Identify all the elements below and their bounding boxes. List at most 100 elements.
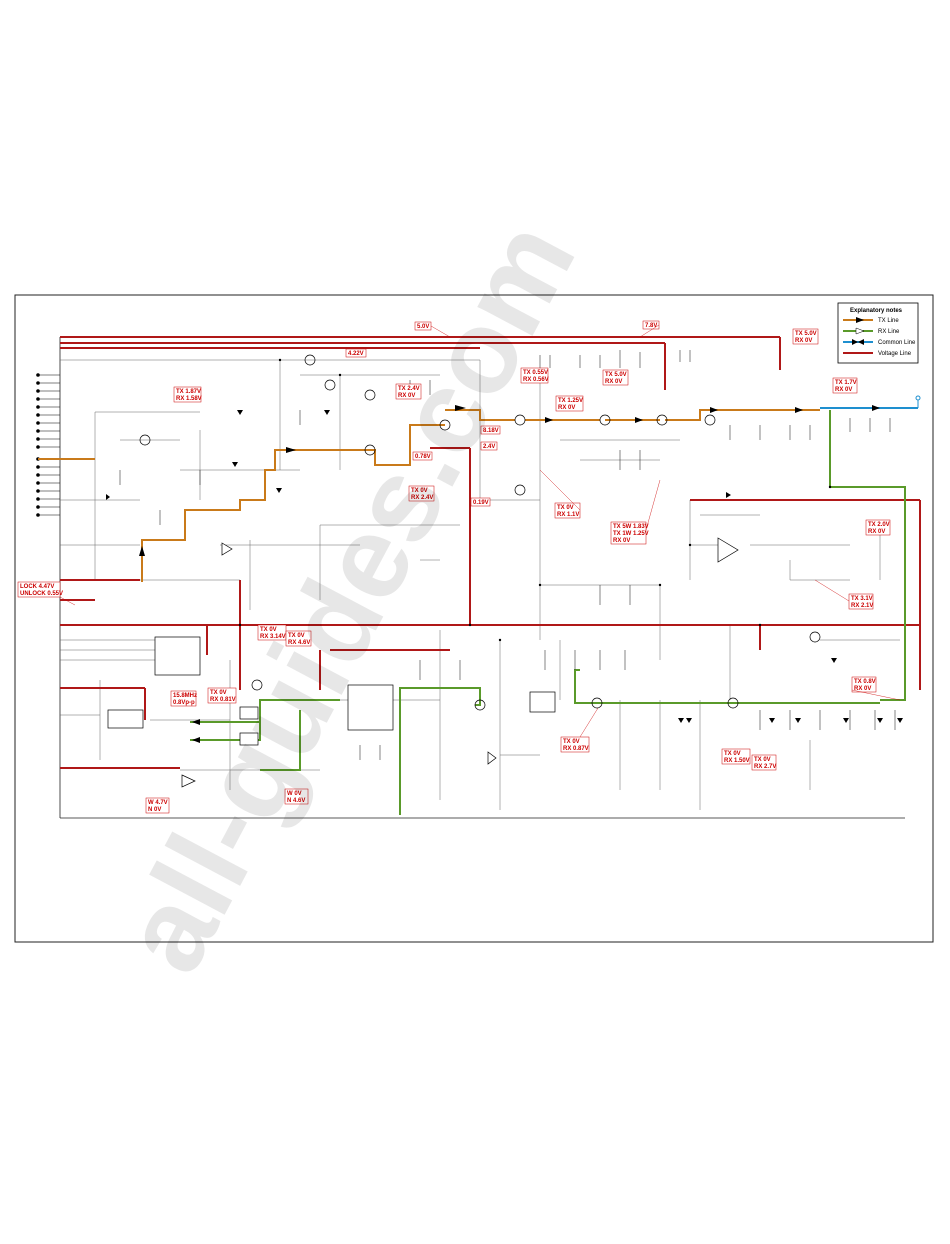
svg-text:TX 0V: TX 0V <box>411 488 428 494</box>
svg-text:0.19V: 0.19V <box>473 500 489 506</box>
label-0-78v: 0.78V <box>412 451 433 461</box>
svg-text:RX 0V: RX 0V <box>835 387 852 393</box>
diagram-border <box>14 294 934 943</box>
svg-text:TX 5.0V: TX 5.0V <box>795 331 817 337</box>
svg-text:7.8V: 7.8V <box>645 323 657 329</box>
svg-text:RX 0V: RX 0V <box>558 405 575 411</box>
svg-text:5.0V: 5.0V <box>417 324 429 330</box>
label-tx0-rx0-81: TX 0V RX 0.81V <box>207 687 237 704</box>
svg-text:RX 0.87V: RX 0.87V <box>563 746 589 752</box>
svg-text:RX 0V: RX 0V <box>398 393 415 399</box>
label-tx3-1: TX 3.1V RX 2.1V <box>848 593 873 610</box>
svg-text:TX 0.55V: TX 0.55V <box>523 370 548 376</box>
svg-text:0.78V: 0.78V <box>415 454 431 460</box>
label-0-19v: 0.19V <box>470 497 491 507</box>
label-tx1-87: TX 1.87V RX 1.58V <box>173 386 202 403</box>
legend-title: Explanatory notes <box>850 308 903 314</box>
label-tx0-rx1-50: TX 0V RX 1.50V <box>721 748 751 765</box>
svg-text:W 4.7V: W 4.7V <box>148 800 168 806</box>
svg-text:4.22V: 4.22V <box>348 351 364 357</box>
svg-text:TX 0V: TX 0V <box>563 739 580 745</box>
rx-lines <box>190 410 906 815</box>
circuit-frame <box>59 337 905 819</box>
svg-text:TX 5W 1.83V: TX 5W 1.83V <box>613 524 649 530</box>
label-tx0-rx2-4: TX 0V RX 2.4V <box>408 485 435 502</box>
component-wiring <box>60 359 900 810</box>
label-tx2-0: TX 2.0V RX 0V <box>865 519 891 536</box>
rx-arrows <box>192 719 200 743</box>
svg-text:RX 0V: RX 0V <box>868 529 885 535</box>
svg-text:8.18V: 8.18V <box>483 428 499 434</box>
label-8-18v: 8.18V <box>480 425 501 435</box>
svg-text:W 0V: W 0V <box>287 791 302 797</box>
svg-text:RX 0V: RX 0V <box>854 686 871 692</box>
svg-text:2.4V: 2.4V <box>483 444 495 450</box>
svg-text:RX 0.81V: RX 0.81V <box>210 697 236 703</box>
legend-item-common: Common Line <box>878 340 916 346</box>
svg-text:TX 0V: TX 0V <box>754 757 771 763</box>
legend: Explanatory notes TX Line RX Line Common… <box>837 302 919 364</box>
svg-text:RX 2.7V: RX 2.7V <box>754 764 776 770</box>
diodes <box>106 410 903 723</box>
svg-text:RX 2.4V: RX 2.4V <box>411 495 433 501</box>
label-w4-7: W 4.7V N 0V <box>145 797 170 814</box>
voltage-annotations: 5.0V 7.8V 4.22V TX 5.0V RX 0V TX 1.87V R… <box>17 320 891 814</box>
junctions <box>238 358 832 642</box>
label-7-8v: 7.8V <box>642 320 660 330</box>
svg-text:RX 3.14V: RX 3.14V <box>260 634 286 640</box>
voltage-lines <box>60 336 921 769</box>
label-tx0-8: TX 0.8V RX 0V <box>851 676 877 693</box>
label-tx2-4: TX 2.4V RX 0V <box>395 383 422 400</box>
svg-text:TX 0.8V: TX 0.8V <box>854 679 876 685</box>
svg-text:RX 0V: RX 0V <box>613 538 630 544</box>
label-4-22v: 4.22V <box>345 348 367 358</box>
label-tx5-rx0-top: TX 5.0V RX 0V <box>792 328 819 345</box>
svg-text:RX 4.6V: RX 4.6V <box>288 640 310 646</box>
svg-text:RX 1.1V: RX 1.1V <box>557 512 579 518</box>
svg-text:15.8MHz: 15.8MHz <box>173 693 197 699</box>
svg-text:0.8Vp-p: 0.8Vp-p <box>173 700 195 706</box>
passive-components <box>119 350 896 760</box>
svg-text:TX 1.7V: TX 1.7V <box>835 380 857 386</box>
left-connector-pins <box>36 373 40 517</box>
svg-text:TX 1.25V: TX 1.25V <box>558 398 583 404</box>
svg-text:TX 0V: TX 0V <box>288 633 305 639</box>
antenna-terminal <box>915 395 921 401</box>
legend-item-rx: RX Line <box>878 329 900 335</box>
label-tx0-rx0-87: TX 0V RX 0.87V <box>560 736 590 753</box>
svg-text:TX 5.0V: TX 5.0V <box>605 372 627 378</box>
label-tx5-rx0-mid: TX 5.0V RX 0V <box>602 369 629 386</box>
label-w0: W 0V N 4.6V <box>284 788 309 805</box>
label-tx0-rx1-1: TX 0V RX 1.1V <box>554 502 581 519</box>
label-2-4v: 2.4V <box>480 441 498 451</box>
svg-text:TX 0V: TX 0V <box>724 751 741 757</box>
tx-arrows <box>139 405 803 556</box>
legend-item-tx: TX Line <box>878 318 899 324</box>
label-15-8mhz: 15.8MHz 0.8Vp-p <box>170 690 197 707</box>
watermark: all-guides.com <box>96 201 600 992</box>
svg-text:LOCK 4.47V: LOCK 4.47V <box>20 584 54 590</box>
svg-text:RX 0V: RX 0V <box>605 379 622 385</box>
label-tx1-7: TX 1.7V RX 0V <box>832 377 858 394</box>
svg-text:TX 3.1V: TX 3.1V <box>851 596 873 602</box>
svg-text:RX 0.56V: RX 0.56V <box>523 377 549 383</box>
integrated-circuits <box>107 537 739 788</box>
svg-text:TX 1.87V: TX 1.87V <box>176 389 201 395</box>
label-leaders <box>59 324 901 738</box>
svg-text:RX 2.1V: RX 2.1V <box>851 603 873 609</box>
svg-text:TX 1W 1.25V: TX 1W 1.25V <box>613 531 649 537</box>
svg-text:RX 0V: RX 0V <box>795 338 812 344</box>
transistors <box>139 354 821 711</box>
svg-text:TX 2.0V: TX 2.0V <box>868 522 890 528</box>
label-tx0-55: TX 0.55V RX 0.56V <box>520 367 549 384</box>
svg-text:RX 1.50V: RX 1.50V <box>724 758 750 764</box>
svg-text:UNLOCK 0.55V: UNLOCK 0.55V <box>20 591 63 597</box>
tx-lines <box>141 409 820 582</box>
svg-text:TX 0V: TX 0V <box>210 690 227 696</box>
svg-text:TX 2.4V: TX 2.4V <box>398 386 420 392</box>
svg-text:RX 1.58V: RX 1.58V <box>176 396 202 402</box>
label-tx1-25: TX 1.25V RX 0V <box>555 395 584 412</box>
svg-text:TX 0V: TX 0V <box>557 505 574 511</box>
label-tx0-rx2-7: TX 0V RX 2.7V <box>751 754 776 771</box>
